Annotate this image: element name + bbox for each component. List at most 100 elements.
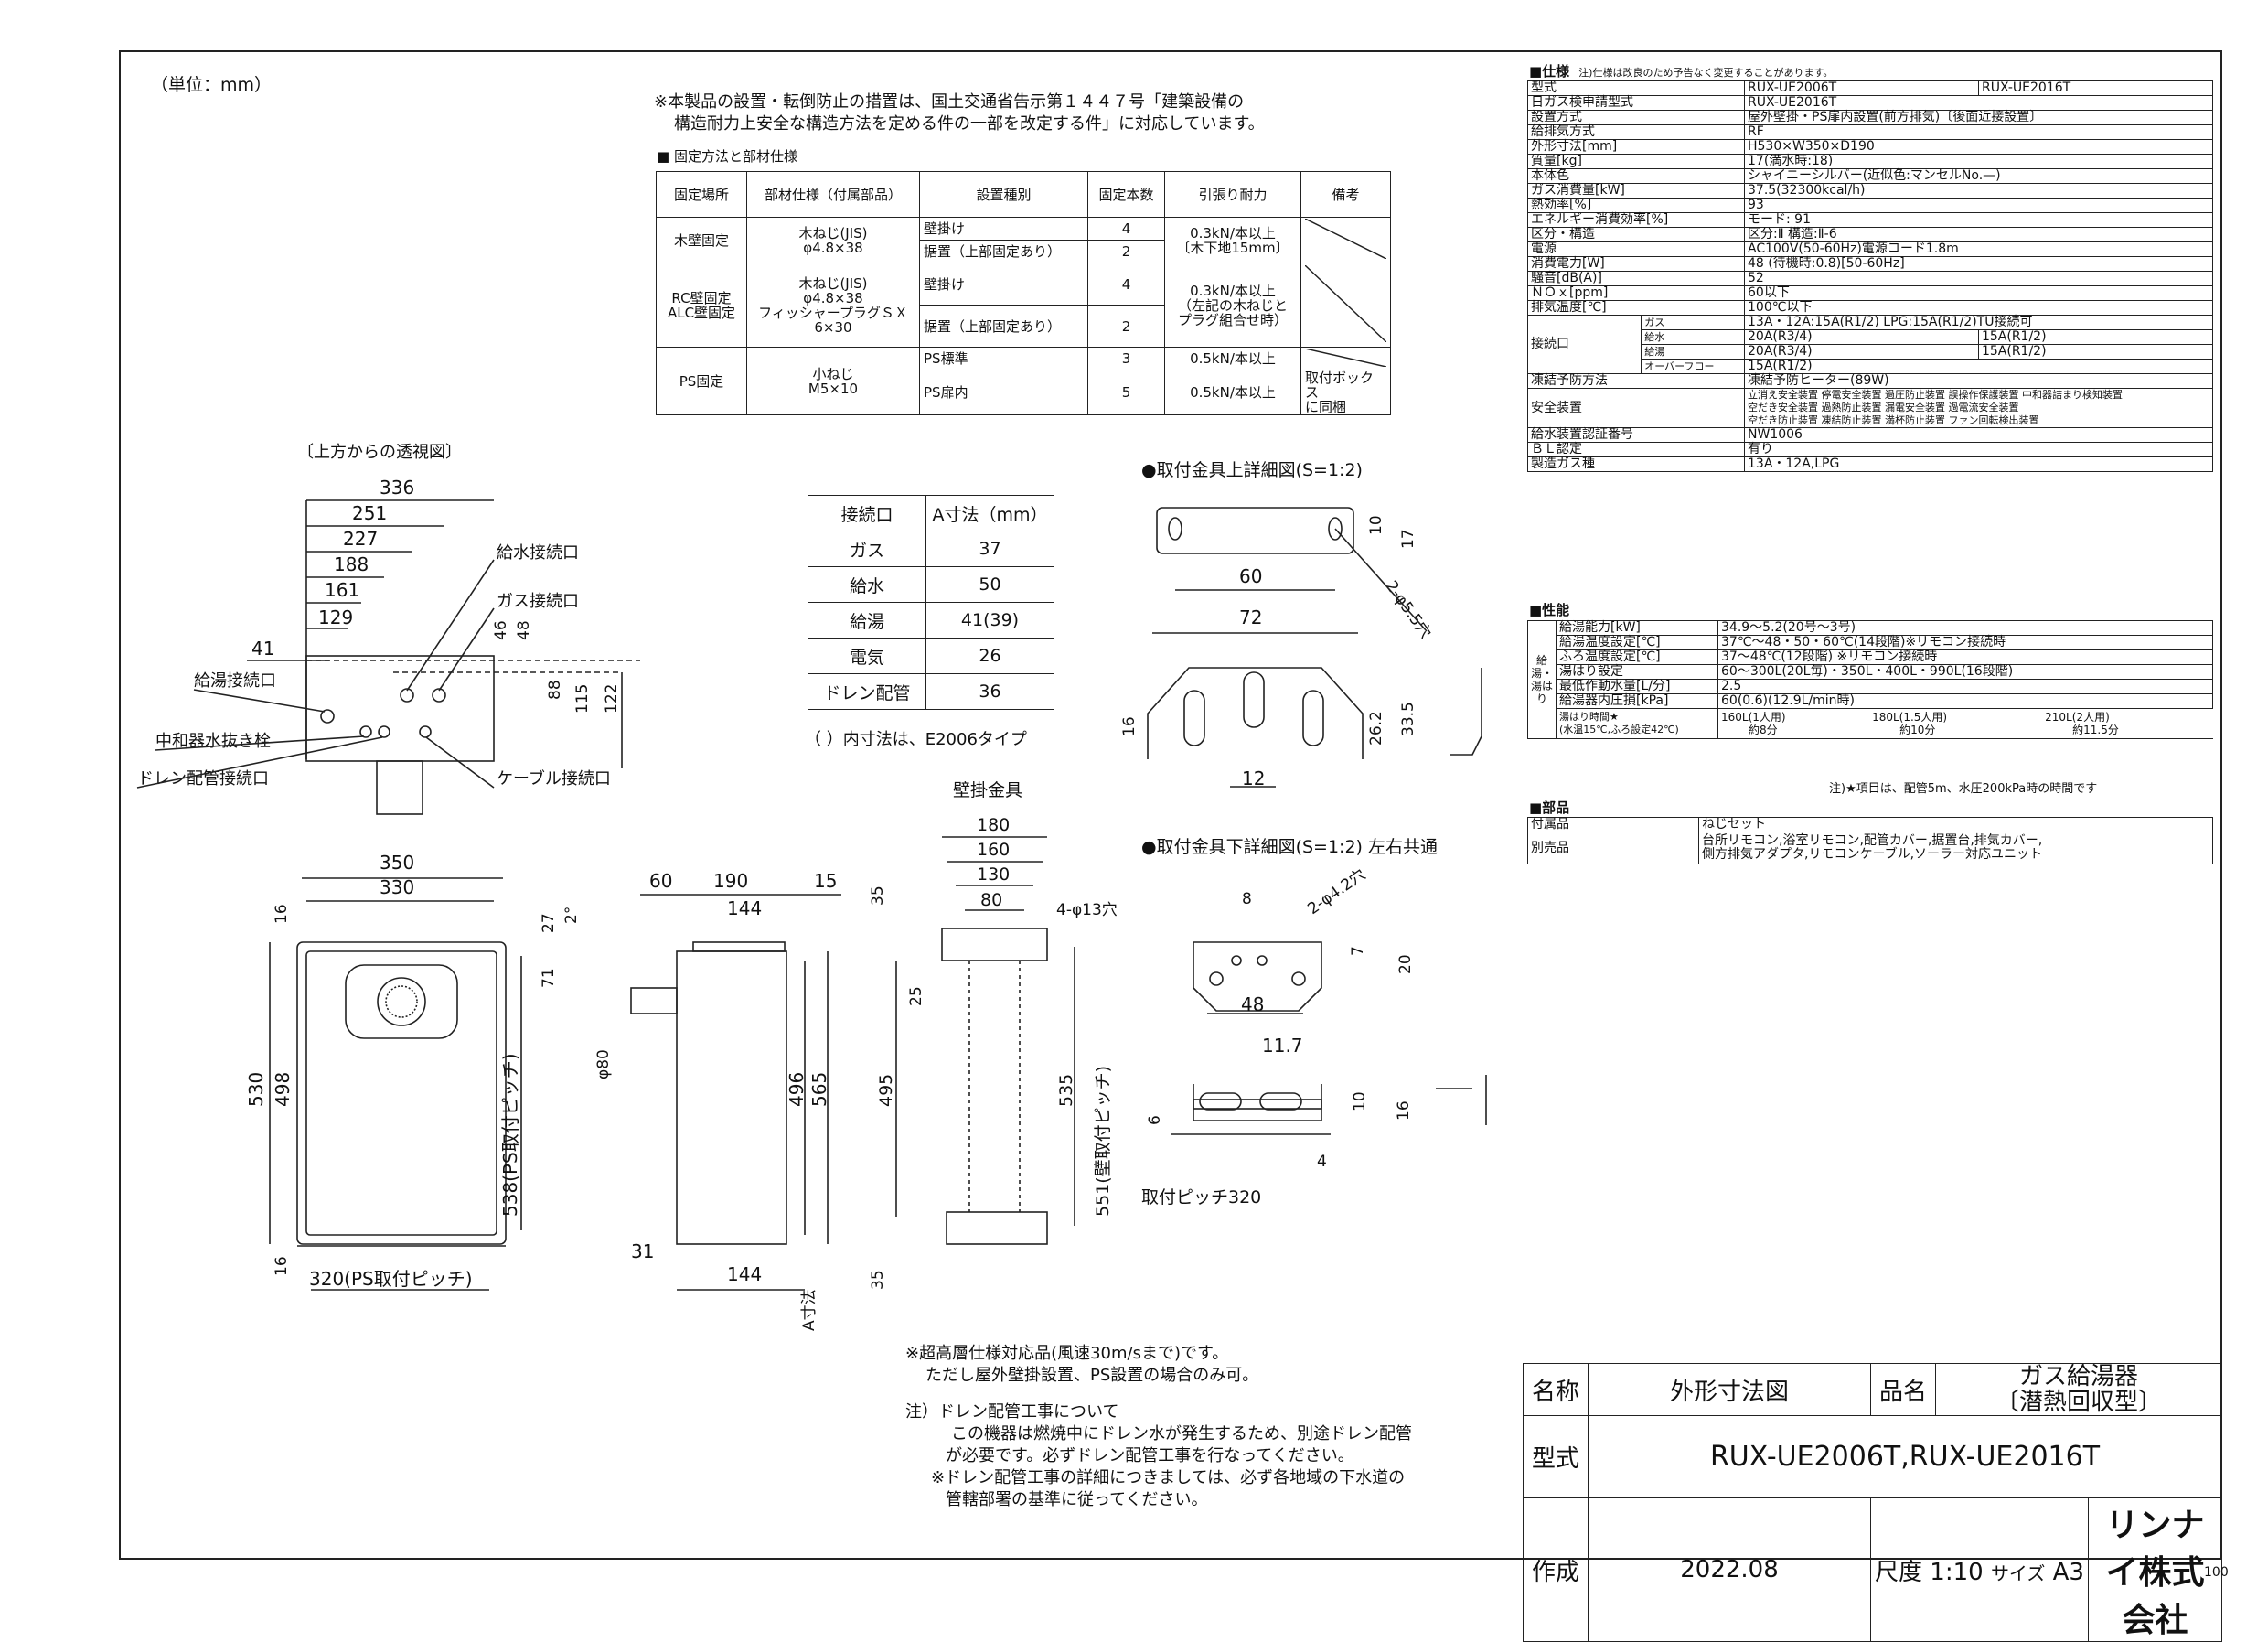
spec-value: RUX-UE2006T bbox=[1744, 80, 1979, 96]
spec-row: ＮＯｘ[ppm]60以下 bbox=[1527, 285, 2213, 301]
notice: ※本製品の設置・転倒防止の措置は、国土交通省告示第１４４７号「建築設備の 構造耐… bbox=[654, 91, 1265, 135]
dim-label: 20 bbox=[1396, 954, 1415, 974]
spec-value: RUX-UE2016T bbox=[1977, 80, 2214, 96]
top-view-title: 〔上方からの透視図〕 bbox=[297, 443, 462, 462]
dim-label: 72 bbox=[1239, 606, 1262, 628]
fix-header: 引張り耐力 bbox=[1164, 171, 1301, 218]
spec-value: 60以下 bbox=[1744, 285, 2213, 301]
fix-type: 据置（上部固定あり） bbox=[919, 240, 1088, 263]
callout-label: ケーブル接続口 bbox=[497, 768, 611, 789]
dim-label: 80 bbox=[980, 890, 1002, 910]
dim-label: 16 bbox=[273, 1256, 291, 1276]
note-line: 注）ドレン配管工事について bbox=[905, 1402, 1119, 1422]
dim-label: 17 bbox=[1399, 529, 1418, 549]
spec-value: RUX-UE2016T bbox=[1744, 95, 2213, 111]
spec-value: 13A・12A,LPG bbox=[1744, 456, 2213, 472]
perf-value: 60～300L(20L毎)・350L・400L・990L(16段階) bbox=[1717, 664, 2213, 680]
fix-type: 据置（上部固定あり） bbox=[919, 305, 1088, 348]
side-view: 60 190 15 144 27 2° 71 φ80 496 565 31 14… bbox=[540, 870, 841, 1331]
dim-label: 10 bbox=[1367, 515, 1385, 535]
company-name: リンナイ株式会社 bbox=[2087, 1497, 2223, 1642]
dim-label: 144 bbox=[727, 1263, 762, 1285]
spec-row: 本体色シャイニーシルバー(近似色:マンセルNo.—) bbox=[1527, 168, 2213, 184]
conn-name: ドレン配管 bbox=[808, 673, 926, 710]
drawing-name: 外形寸法図 bbox=[1588, 1363, 1871, 1416]
fix-tensile: 0.3kN/本以上（左記の木ねじとプラグ組合せ時） bbox=[1164, 263, 1301, 348]
dim-label: 25 bbox=[907, 986, 925, 1006]
spec-label: 給排気方式 bbox=[1527, 124, 1745, 140]
dim-label: φ80 bbox=[594, 1049, 613, 1079]
spec-row: エネルギー消費効率[%]モード: 91 bbox=[1527, 212, 2213, 228]
spec-label: ＮＯｘ[ppm] bbox=[1527, 285, 1745, 301]
dim-label: 538(PS取付ピッチ) bbox=[499, 1053, 521, 1217]
spec-value: モード: 91 bbox=[1744, 212, 2213, 228]
drawings: 〔上方からの透視図〕 336 251 227 188 161 129 41 46… bbox=[136, 443, 1487, 1331]
made-date: 2022.08 bbox=[1680, 1556, 1779, 1583]
dim-label: 227 bbox=[343, 528, 378, 550]
spec-label: 本体色 bbox=[1527, 168, 1745, 184]
spec-row: 熱効率[%]93 bbox=[1527, 198, 2213, 213]
perf-side-label: 給湯・湯はり bbox=[1527, 620, 1557, 739]
fix-table-title: ■ 固定方法と部材仕様 bbox=[657, 148, 797, 165]
perf-row: 最低作動水量[L/分]2.5 bbox=[1528, 679, 2213, 694]
dim-label: 180 bbox=[977, 815, 1010, 835]
parts-label: 別売品 bbox=[1527, 832, 1699, 864]
spec-label: 日ガス検申請型式 bbox=[1527, 95, 1745, 111]
parts-value: ねじセット bbox=[1698, 817, 2213, 832]
dim-label: 16 bbox=[273, 904, 291, 924]
dim-label: 16 bbox=[1120, 716, 1139, 736]
conn-value: 26 bbox=[925, 638, 1054, 674]
callout-label: 給水接続口 bbox=[497, 543, 579, 563]
perf-label: 最低作動水量[L/分] bbox=[1556, 679, 1718, 694]
conn-note: （ ）内寸法は、E2006タイプ bbox=[805, 730, 1027, 749]
dim-label: 160 bbox=[977, 840, 1010, 860]
spec-sublabel: オーバーフロー bbox=[1641, 359, 1745, 374]
fix-count: 3 bbox=[1087, 347, 1165, 370]
parts-table: 付属品ねじセット 別売品台所リモコン,浴室リモコン,配管カバー,据置台,排気カバ… bbox=[1527, 817, 2213, 864]
spec-value: 13A・12A:15A(R1/2) LPG:15A(R1/2)TU接続可 bbox=[1744, 315, 2213, 330]
spec-value: 凍結予防ヒーター(89W) bbox=[1744, 373, 2213, 389]
product-label: 品名 bbox=[1870, 1363, 1936, 1416]
spec-value: 100℃以下 bbox=[1744, 300, 2213, 316]
fix-table: 固定場所 部材仕様（付属部品） 設置種別 固定本数 引張り耐力 備考 木壁固定 … bbox=[656, 171, 1391, 415]
dim-label: 60 bbox=[1239, 565, 1262, 587]
notice-line-1: ※本製品の設置・転倒防止の措置は、国土交通省告示第１４４７号「建築設備の bbox=[654, 92, 1245, 112]
dim-label: 551(壁取付ピッチ) bbox=[1093, 1066, 1113, 1217]
dim-label: 35 bbox=[869, 885, 887, 906]
perf-label: 給湯器内圧損[kPa] bbox=[1556, 693, 1718, 709]
fix-tensile: 0.5kN/本以上 bbox=[1164, 370, 1301, 415]
spec-value: シャイニーシルバー(近似色:マンセルNo.—) bbox=[1744, 168, 2213, 184]
spec-label: ガス消費量[kW] bbox=[1527, 183, 1745, 199]
dim-label: 129 bbox=[318, 606, 353, 628]
dim-label: 336 bbox=[380, 477, 414, 499]
parts-title: ■部品 bbox=[1529, 800, 1570, 816]
spec-label: 質量[kg] bbox=[1527, 154, 1745, 169]
spec-sublabel: 給水 bbox=[1641, 329, 1745, 345]
dim-label: 130 bbox=[977, 864, 1010, 885]
spec-row: 外形寸法[mm]H530×W350×D190 bbox=[1527, 139, 2213, 155]
spec-label: 型式 bbox=[1527, 80, 1745, 96]
fix-type: 壁掛け bbox=[919, 217, 1088, 241]
dim-label: 190 bbox=[713, 870, 748, 892]
dim-label: 4 bbox=[1317, 1153, 1327, 1171]
scale-cell: 尺度 1:10 サイズ A3 bbox=[1870, 1497, 2089, 1642]
page-number: 100 bbox=[2204, 1565, 2229, 1580]
conn-name: 電気 bbox=[808, 638, 926, 674]
name-label: 名称 bbox=[1523, 1363, 1589, 1416]
dim-label: 115 bbox=[573, 684, 592, 714]
spec-sublabel: 給湯 bbox=[1641, 344, 1745, 360]
callout-label: ドレン配管接続口 bbox=[137, 769, 269, 789]
dim-label: 71 bbox=[540, 968, 558, 988]
fix-count: 5 bbox=[1087, 370, 1165, 415]
spec-label: 消費電力[W] bbox=[1527, 256, 1745, 272]
conn-value: 36 bbox=[925, 673, 1054, 710]
fix-header: 設置種別 bbox=[919, 171, 1088, 218]
fill-time: 180L(1.5人用)約10分 bbox=[1869, 708, 2043, 739]
perf-note: 注)★項目は、配管5m、水圧200kPa時の時間です bbox=[1829, 782, 2098, 796]
